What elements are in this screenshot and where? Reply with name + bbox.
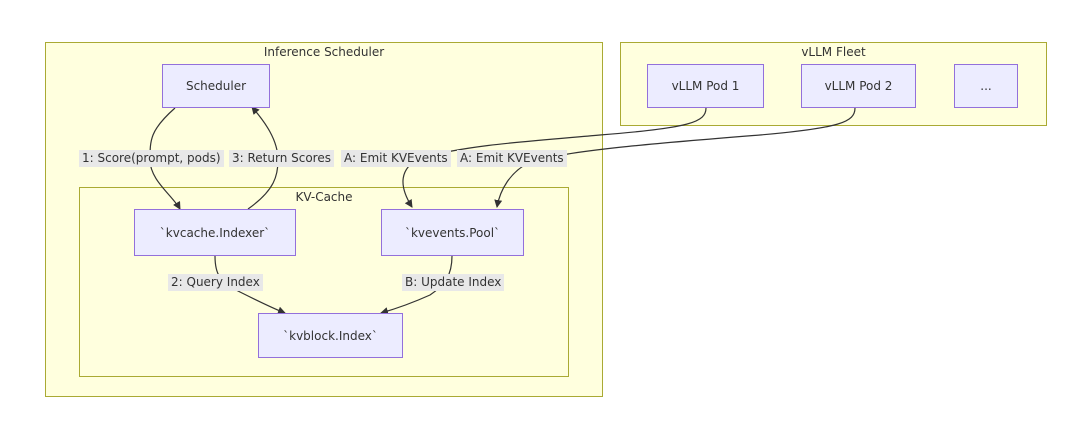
edge-emit1 <box>402 107 707 208</box>
scheduler-node[interactable]: Scheduler <box>162 64 270 108</box>
edge-label-return: 3: Return Scores <box>229 150 334 167</box>
edge-label-emit-1: A: Emit KVEvents <box>341 150 451 167</box>
vllm-pod-1-node[interactable]: vLLM Pod 1 <box>647 64 764 108</box>
edge-query <box>214 255 286 315</box>
kv-cache-title: KV-Cache <box>295 190 353 204</box>
edge-label-score: 1: Score(prompt, pods) <box>79 150 224 167</box>
edge-update <box>380 255 453 315</box>
kvblock-index-node[interactable]: `kvblock.Index` <box>258 313 403 358</box>
vllm-pod-2-node[interactable]: vLLM Pod 2 <box>801 64 916 108</box>
kvevents-pool-node[interactable]: `kvevents.Pool` <box>381 209 524 256</box>
inference-scheduler-title: Inference Scheduler <box>263 45 385 59</box>
edge-label-update: B: Update Index <box>402 274 505 291</box>
edge-emit2 <box>494 107 856 208</box>
edge-label-query: 2: Query Index <box>168 274 263 291</box>
more-pods-node[interactable]: ... <box>954 64 1018 108</box>
kvcache-indexer-node[interactable]: `kvcache.Indexer` <box>134 209 296 256</box>
vllm-fleet-title: vLLM Fleet <box>801 45 866 59</box>
edge-label-emit-2: A: Emit KVEvents <box>457 150 567 167</box>
